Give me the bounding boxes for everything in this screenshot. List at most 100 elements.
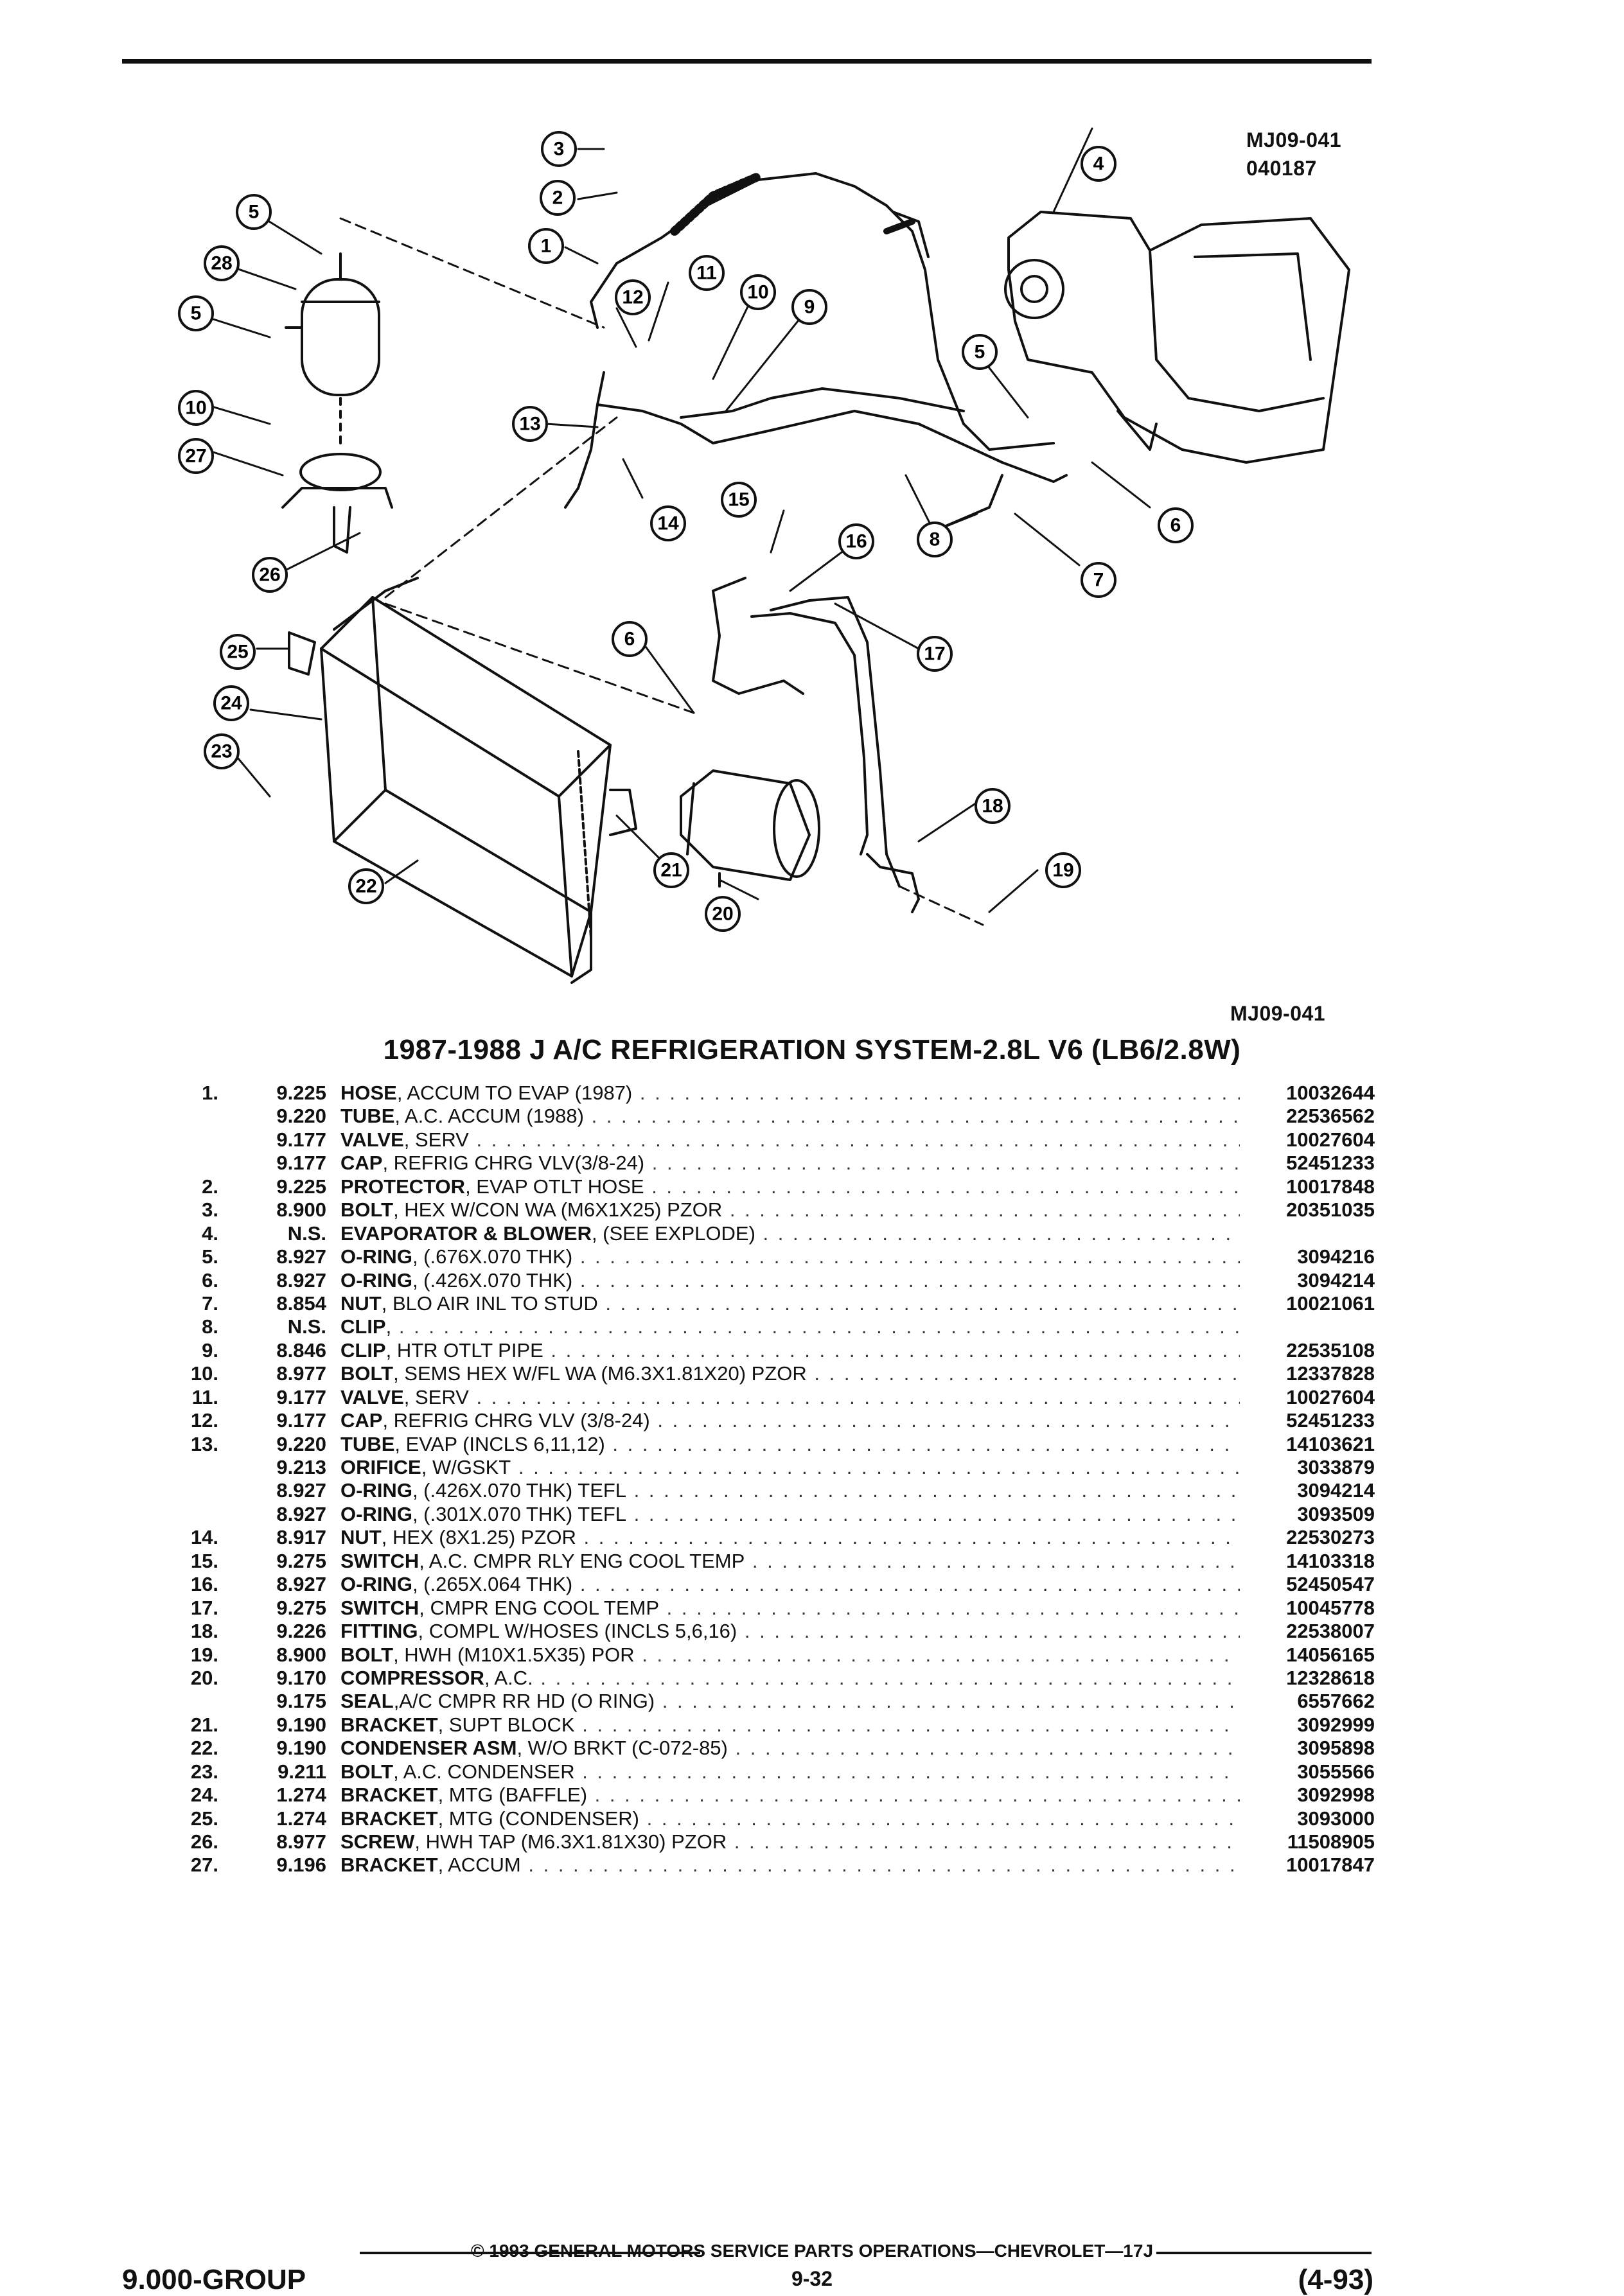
- part-description: ORIFICE, W/GSKT . . . . . . . . . . . . …: [340, 1456, 1240, 1479]
- svg-text:10: 10: [185, 398, 206, 419]
- group-code: 9.175: [276, 1690, 326, 1713]
- dot-leader: . . . . . . . . . . . . . . . . . . . . …: [540, 1666, 1240, 1689]
- svg-text:26: 26: [259, 565, 280, 586]
- svg-text:9: 9: [804, 297, 815, 318]
- part-name: BOLT: [340, 1198, 394, 1222]
- part-description: COMPRESSOR, A.C. . . . . . . . . . . . .…: [340, 1667, 1240, 1690]
- part-name: BRACKET: [340, 1713, 438, 1736]
- part-name: VALVE: [340, 1128, 404, 1151]
- part-name: O-RING: [340, 1479, 412, 1502]
- group-code: 1.274: [276, 1783, 326, 1807]
- part-description: O-RING, (.301X.070 THK) TEFL . . . . . .…: [340, 1503, 1240, 1526]
- part-number: 10027604: [1286, 1385, 1375, 1408]
- callout-10a: 10: [178, 390, 214, 426]
- item-number: 23.: [190, 1760, 218, 1783]
- group-code: 9.177: [276, 1409, 326, 1432]
- part-qualifier: , EVAP OTLT HOSE: [465, 1175, 644, 1198]
- group-code: 9.220: [276, 1432, 326, 1455]
- part-description: CLIP, . . . . . . . . . . . . . . . . . …: [340, 1315, 1240, 1338]
- part-description: BOLT, SEMS HEX W/FL WA (M6.3X1.81X20) PZ…: [340, 1362, 1240, 1385]
- group-code: 9.196: [276, 1853, 326, 1877]
- dot-leader: . . . . . . . . . . . . . . . . . . . . …: [651, 1175, 1240, 1198]
- part-name: SEAL: [340, 1690, 394, 1713]
- group-code: 8.927: [276, 1268, 326, 1292]
- svg-text:6: 6: [624, 629, 635, 650]
- dot-leader: . . . . . . . . . . . . . . . . . . . . …: [646, 1807, 1240, 1830]
- dot-leader: . . . . . . . . . . . . . . . . . . . . …: [583, 1526, 1240, 1549]
- callout-6a: 6: [1158, 507, 1194, 543]
- part-qualifier: , A.C. CONDENSER: [393, 1760, 575, 1783]
- part-qualifier: , REFRIG CHRG VLV (3/8-24): [382, 1409, 650, 1432]
- dot-leader: . . . . . . . . . . . . . . . . . . . . …: [579, 1245, 1240, 1268]
- callout-11: 11: [689, 255, 725, 291]
- part-number: 14056165: [1286, 1643, 1375, 1666]
- part-number: 3092998: [1297, 1783, 1375, 1807]
- svg-text:18: 18: [982, 796, 1003, 817]
- item-number: 21.: [190, 1713, 218, 1736]
- item-number: 6.: [202, 1268, 218, 1292]
- group-code: N.S.: [287, 1222, 326, 1245]
- part-qualifier: ,: [385, 1315, 392, 1338]
- part-name: BOLT: [340, 1760, 394, 1783]
- part-name: TUBE: [340, 1432, 395, 1455]
- svg-text:2: 2: [552, 188, 563, 209]
- group-code: 9.190: [276, 1737, 326, 1760]
- dot-leader: . . . . . . . . . . . . . . . . . . . . …: [633, 1479, 1240, 1502]
- svg-text:14: 14: [657, 513, 679, 534]
- callout-3: 3: [541, 131, 577, 167]
- part-qualifier: , W/O BRKT (C-072-85): [516, 1737, 728, 1760]
- group-code: 8.927: [276, 1245, 326, 1268]
- svg-text:24: 24: [220, 693, 242, 714]
- item-number: 22.: [190, 1737, 218, 1760]
- part-qualifier: , (.426X.070 THK): [412, 1268, 573, 1292]
- part-number: 3094214: [1297, 1479, 1375, 1502]
- item-number: 16.: [190, 1573, 218, 1596]
- item-number: 17.: [190, 1596, 218, 1619]
- part-qualifier: , (.426X.070 THK) TEFL: [412, 1479, 627, 1502]
- item-number: 20.: [190, 1666, 218, 1689]
- part-number: 52451233: [1286, 1152, 1375, 1175]
- group-code: 9.220: [276, 1105, 326, 1128]
- item-number: 25.: [190, 1807, 218, 1830]
- dot-leader: . . . . . . . . . . . . . . . . . . . . …: [729, 1198, 1240, 1222]
- part-number: 3055566: [1297, 1760, 1375, 1783]
- item-number: 1.: [202, 1082, 218, 1104]
- footer-revision: (4-93): [1298, 2264, 1373, 2295]
- callout-5b: 5: [178, 295, 214, 331]
- part-qualifier: , HWH (M10X1.5X35) POR: [393, 1643, 635, 1666]
- dot-leader: . . . . . . . . . . . . . . . . . . . . …: [528, 1853, 1240, 1877]
- part-description: O-RING, (.426X.070 THK) TEFL . . . . . .…: [340, 1479, 1240, 1502]
- part-name: COMPRESSOR: [340, 1666, 484, 1689]
- part-number: 3094216: [1297, 1245, 1375, 1268]
- part-number: 10017847: [1286, 1853, 1375, 1877]
- part-qualifier: , (SEE EXPLODE): [591, 1222, 755, 1245]
- part-qualifier: , ACCUM TO EVAP (1987): [396, 1082, 633, 1104]
- part-qualifier: , (.265X.064 THK): [412, 1573, 573, 1596]
- svg-text:6: 6: [1170, 515, 1181, 536]
- item-number: 26.: [190, 1830, 218, 1853]
- dot-leader: . . . . . . . . . . . . . . . . . . . . …: [579, 1268, 1240, 1292]
- callout-10b: 10: [740, 274, 776, 310]
- dot-leader: . . . . . . . . . . . . . . . . . . . . …: [814, 1362, 1240, 1385]
- callout-12: 12: [615, 279, 651, 315]
- callout-1: 1: [528, 228, 564, 264]
- part-name: NUT: [340, 1292, 382, 1315]
- part-number: 12328618: [1286, 1666, 1375, 1689]
- part-number: 6557662: [1297, 1690, 1375, 1713]
- callout-22: 22: [348, 868, 384, 904]
- part-qualifier: , HEX W/CON WA (M6X1X25) PZOR: [393, 1198, 723, 1222]
- group-code: 9.275: [276, 1549, 326, 1572]
- part-number: 52451233: [1286, 1409, 1375, 1432]
- compressor-lines: [712, 577, 920, 913]
- svg-text:16: 16: [845, 531, 867, 552]
